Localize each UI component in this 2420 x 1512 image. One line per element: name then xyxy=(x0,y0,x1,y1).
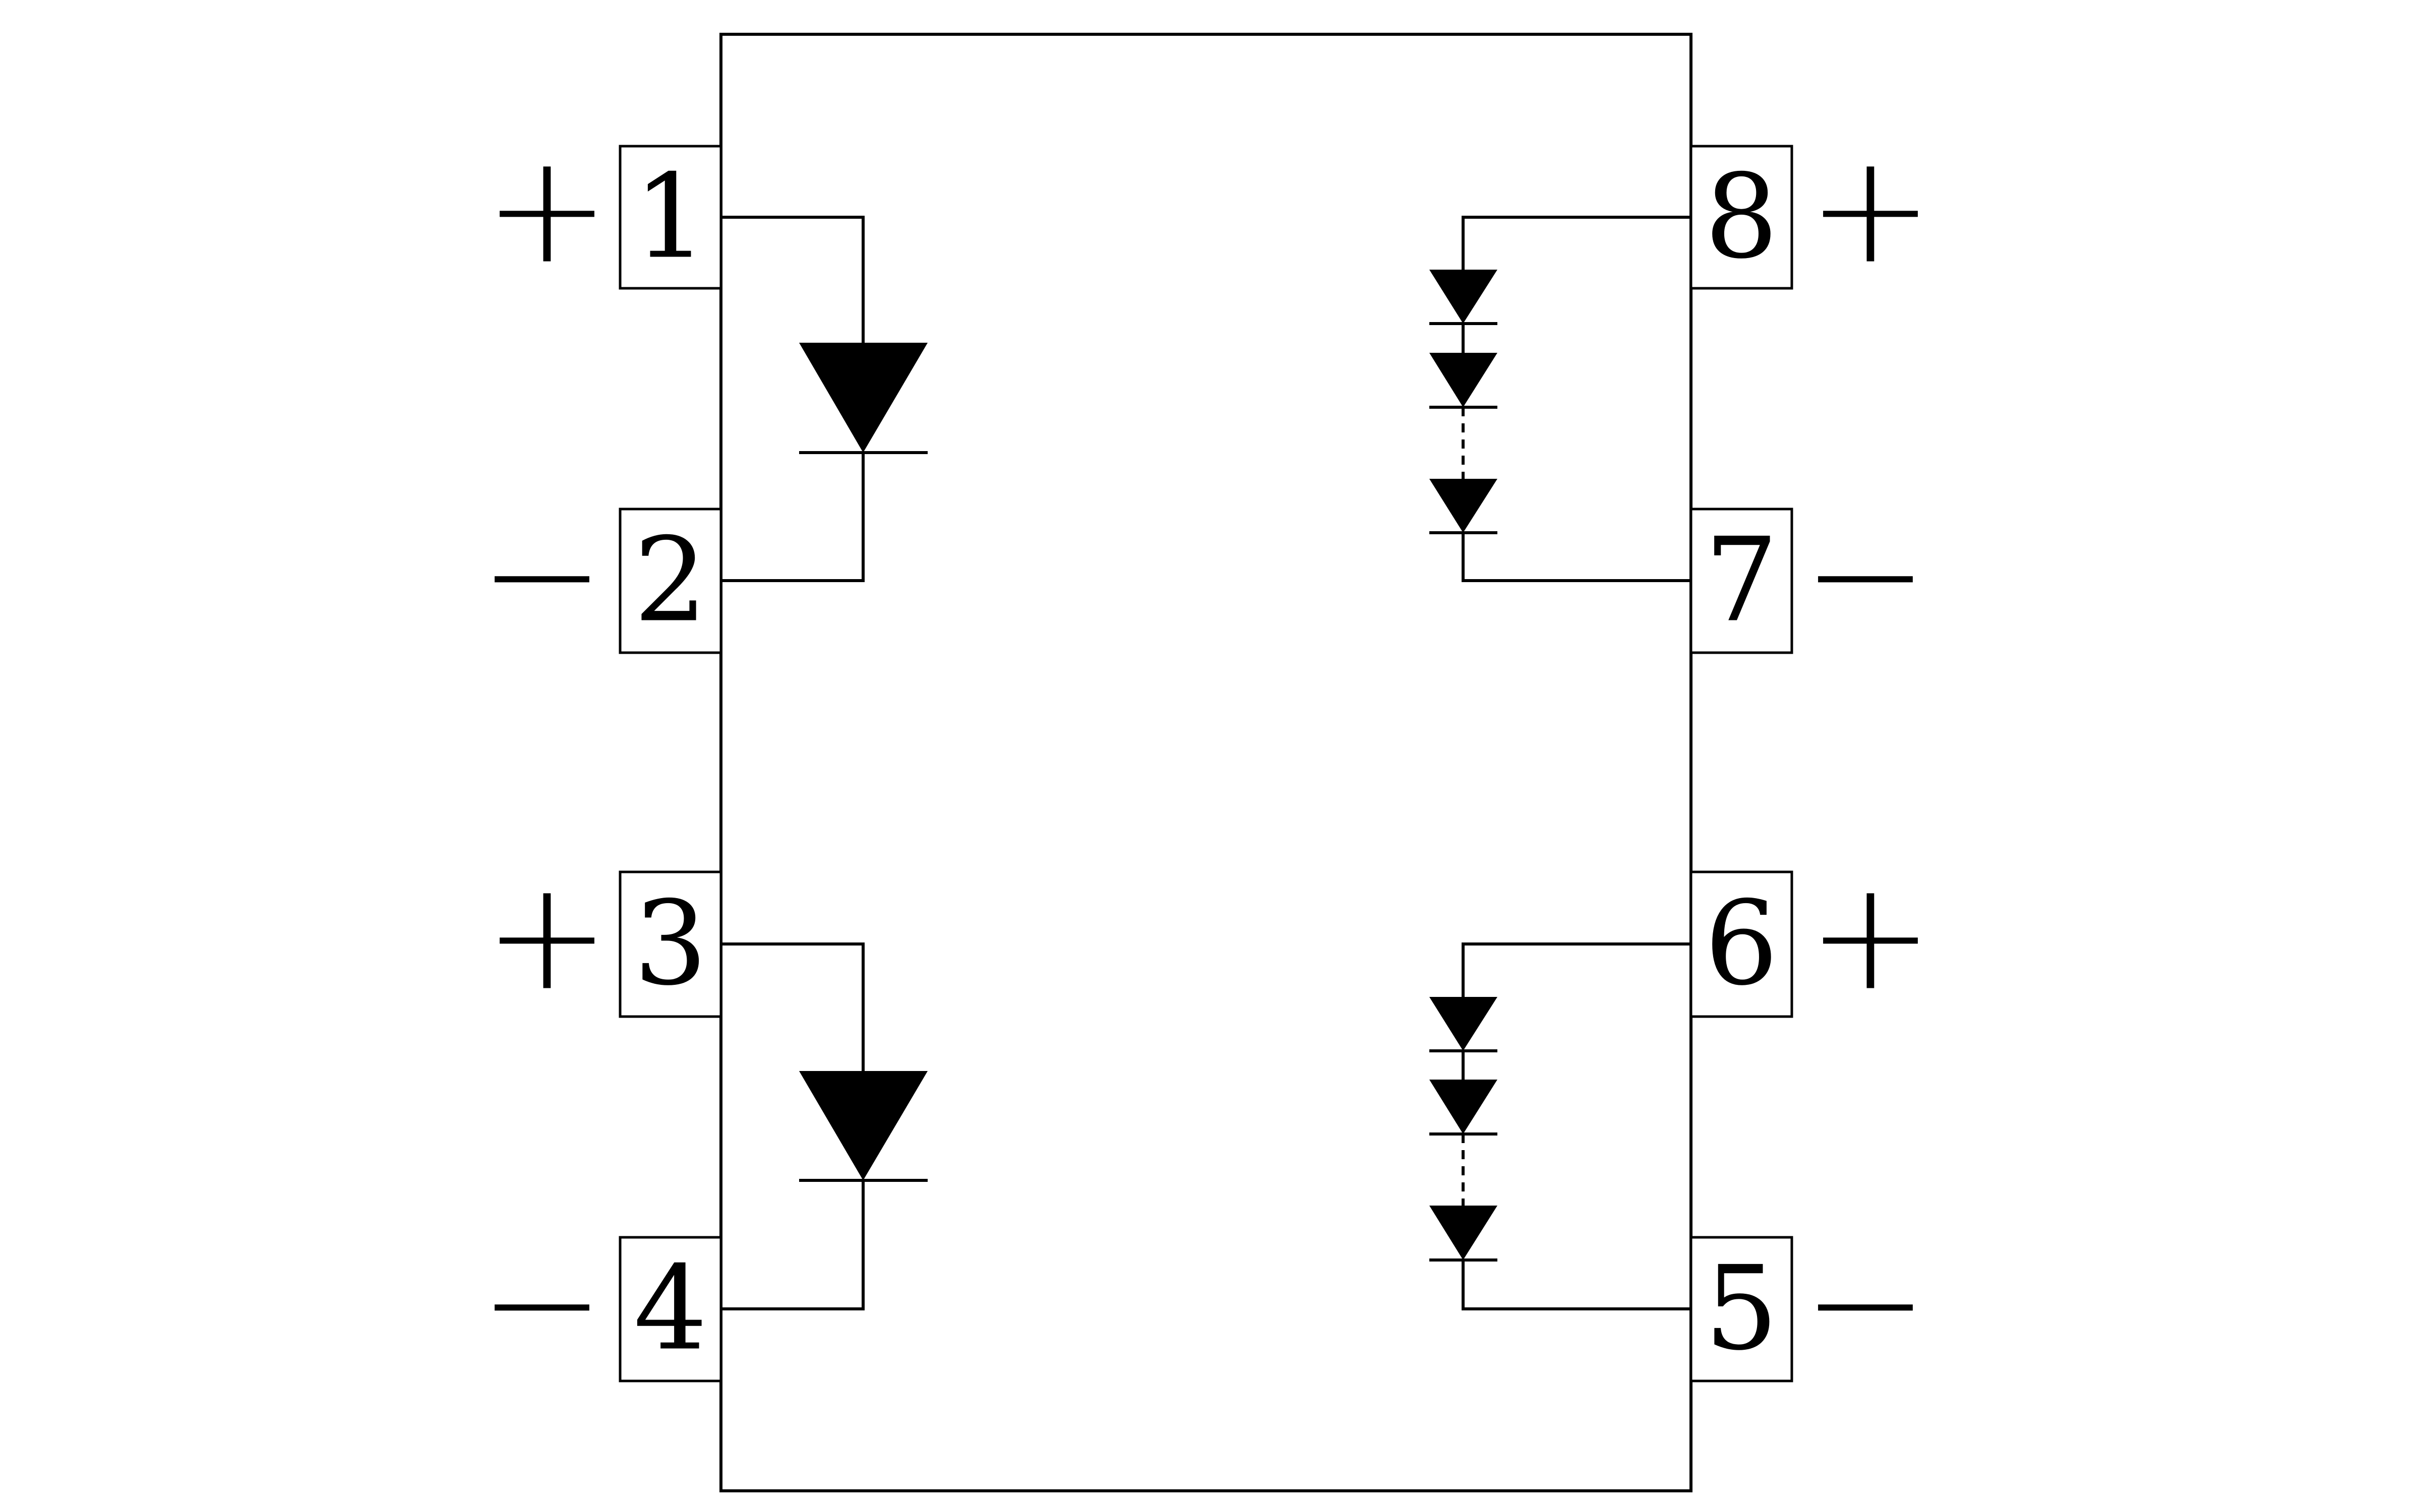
photodiode-stack-2 xyxy=(1429,942,1691,1310)
pin-7: 7 − xyxy=(1689,487,1929,663)
led-2-anode-wire xyxy=(721,942,865,1071)
pin-8-box xyxy=(1689,145,1793,290)
pin-5: 5 − xyxy=(1689,1215,1929,1391)
pin-1: 1 + xyxy=(483,121,722,297)
stack-2-diode-a xyxy=(1429,997,1497,1051)
pin-1-number: 1 xyxy=(634,150,707,285)
pin-3: 3 + xyxy=(483,848,722,1024)
stack-2-diode-c xyxy=(1429,1206,1497,1260)
pin-1-box xyxy=(619,145,722,290)
stack-2-bottom-wire xyxy=(1462,1260,1691,1310)
stack-1-diode-b xyxy=(1429,353,1497,407)
pin-2: 2 − xyxy=(478,487,722,663)
pin-6: 6 + xyxy=(1689,848,1934,1024)
input-led-1 xyxy=(721,216,928,582)
stack-1-diode-c xyxy=(1429,479,1497,533)
pin-6-number: 6 xyxy=(1705,877,1778,1012)
stack-1-top-wire xyxy=(1462,216,1691,270)
pin-4-number: 4 xyxy=(634,1242,707,1376)
pin-2-number: 2 xyxy=(634,514,707,648)
pin-8: 8 + xyxy=(1689,121,1934,297)
pin-2-polarity: − xyxy=(478,487,605,663)
led-1-anode-wire xyxy=(721,216,865,343)
pin-3-box xyxy=(619,870,722,1018)
pin-4: 4 − xyxy=(478,1215,722,1391)
led-2-triangle xyxy=(799,1071,928,1180)
pin-8-number: 8 xyxy=(1705,150,1778,285)
led-2-cathode-wire xyxy=(721,1180,865,1310)
pin-3-number: 3 xyxy=(634,877,707,1012)
led-1-triangle xyxy=(799,343,928,453)
led-1-cathode-wire xyxy=(721,453,865,582)
pin-5-number: 5 xyxy=(1705,1242,1778,1376)
package-body xyxy=(719,33,1692,1492)
pin-4-polarity: − xyxy=(478,1215,605,1391)
pin-7-polarity: − xyxy=(1802,487,1928,663)
pin-7-number: 7 xyxy=(1705,514,1778,648)
pin-6-box xyxy=(1689,870,1793,1018)
input-led-2 xyxy=(721,942,928,1310)
pin-3-polarity: + xyxy=(483,848,610,1024)
stack-1-diode-a xyxy=(1429,270,1497,324)
photodiode-stack-1 xyxy=(1429,216,1691,582)
stack-2-diode-b xyxy=(1429,1080,1497,1134)
pin-1-polarity: + xyxy=(483,121,610,297)
pin-2-box xyxy=(619,508,722,654)
pin-5-polarity: − xyxy=(1802,1215,1928,1391)
pin-6-polarity: + xyxy=(1807,848,1933,1024)
stack-1-bottom-wire xyxy=(1462,533,1691,582)
pin-8-polarity: + xyxy=(1807,121,1933,297)
stack-2-top-wire xyxy=(1462,942,1691,997)
